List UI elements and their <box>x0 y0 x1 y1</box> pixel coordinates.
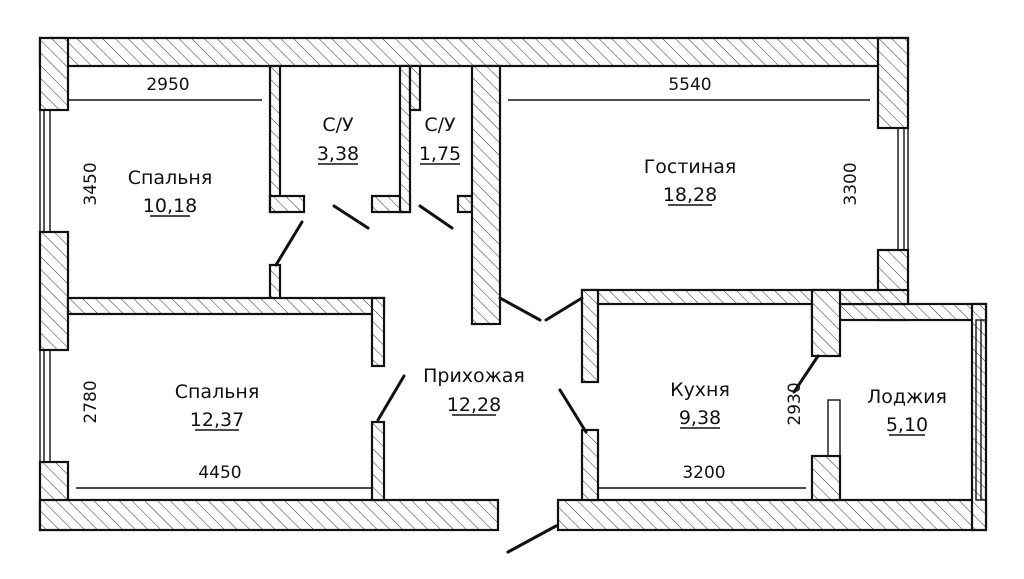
room-area-living: 18,28 <box>663 184 717 206</box>
room-name-kitchen: Кухня <box>670 379 730 401</box>
dim-kitchen-height: 2930 <box>785 382 805 425</box>
window-bedroom-bottom <box>39 349 51 463</box>
room-area-bedroom-bottom: 12,37 <box>190 409 244 431</box>
dim-bedroom-top-height: 3450 <box>81 162 101 205</box>
dim-bedroom-top-width: 2950 <box>146 75 189 95</box>
room-name-living: Гостиная <box>644 156 737 178</box>
room-name-bedroom-top: Спальня <box>128 167 213 189</box>
doors <box>274 204 820 554</box>
room-labels: Спальня 10,18 С/У 3,38 С/У 1,75 Гостиная… <box>128 114 947 436</box>
room-area-wc-1: 3,38 <box>317 143 359 165</box>
windows <box>39 109 987 501</box>
outer-walls <box>38 36 988 532</box>
room-name-wc-1: С/У <box>322 114 354 136</box>
dim-kitchen-width: 3200 <box>682 463 725 483</box>
room-name-loggia: Лоджия <box>867 386 947 408</box>
dimension-labels: 2950 3450 5540 3300 2780 4450 3200 2930 <box>81 75 861 483</box>
room-area-wc-2: 1,75 <box>419 143 461 165</box>
dim-living-height: 3300 <box>841 162 861 205</box>
interior-walls <box>66 64 910 502</box>
dim-bedroom-bottom-height: 2780 <box>81 380 101 423</box>
room-name-hall: Прихожая <box>423 365 525 387</box>
inner-outlines <box>68 99 870 489</box>
room-area-loggia: 5,10 <box>886 414 928 436</box>
dim-living-width: 5540 <box>668 75 711 95</box>
window-living <box>897 127 909 251</box>
dim-bedroom-bottom-width: 4450 <box>198 463 241 483</box>
room-name-wc-2: С/У <box>424 114 456 136</box>
window-bedroom-top <box>39 109 51 233</box>
room-area-bedroom-top: 10,18 <box>143 195 197 217</box>
room-name-bedroom-bottom: Спальня <box>175 381 260 403</box>
room-area-kitchen: 9,38 <box>679 407 721 429</box>
room-area-hall: 12,28 <box>447 394 501 416</box>
